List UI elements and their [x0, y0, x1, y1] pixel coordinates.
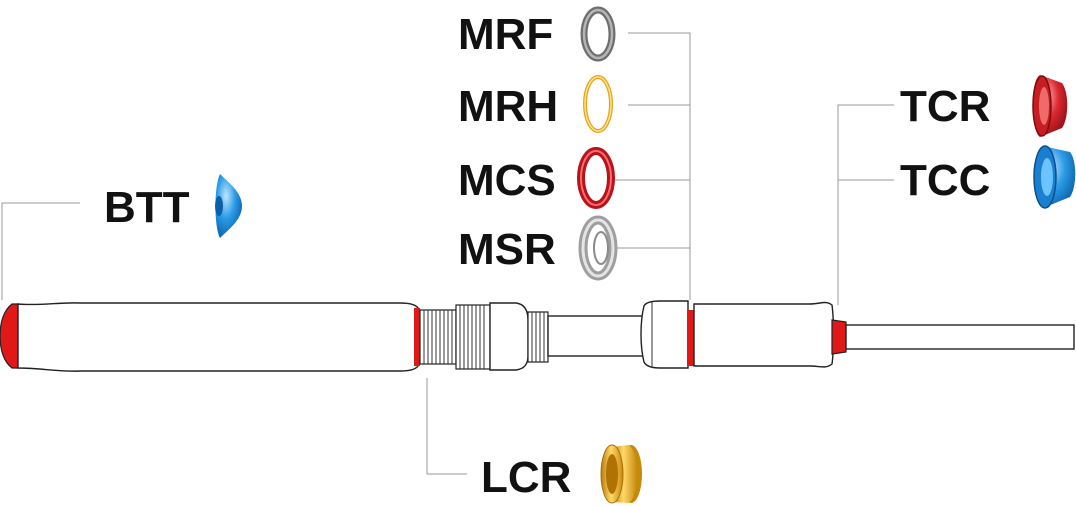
lcr-ring-icon: [600, 444, 642, 504]
rod-blank-mid: [547, 315, 645, 357]
rod-butt-accent: [0, 303, 19, 369]
btt-cap-icon: [215, 174, 242, 238]
tcc-label: TCC: [900, 156, 990, 205]
mcs-ring-icon: [577, 147, 615, 209]
rod-blank-tip: [845, 324, 1075, 350]
mrf-label: MRF: [458, 10, 553, 59]
btt-label: BTT: [104, 183, 190, 232]
tcr-label: TCR: [900, 82, 990, 131]
btt-leader: [1, 202, 80, 300]
labels: MRF MRH MCS MSR TCR TCC BTT LCR: [104, 10, 990, 502]
mrf-leader: [628, 32, 691, 300]
msr-label: MSR: [458, 225, 556, 274]
rod-winding-check: [831, 319, 847, 355]
lcr-leader: [426, 378, 467, 475]
rod-fore-band: [687, 310, 694, 366]
mrf-ring-icon: [580, 6, 616, 62]
tcc-cone-icon: [1033, 145, 1076, 209]
rod-rear-band: [414, 308, 420, 366]
lcr-label: LCR: [481, 453, 571, 502]
rod-fore-grip: [693, 301, 835, 368]
rod-reel-seat-ring: [527, 311, 549, 363]
rod-reel-seat-nut: [455, 304, 491, 370]
mcs-label: MCS: [458, 156, 556, 205]
msr-ring-icon: [578, 215, 618, 281]
fishing-rod: [0, 300, 1075, 372]
rod-rear-grip: [17, 302, 419, 372]
part-images: [215, 6, 1076, 504]
rod-reel-seat-body: [489, 302, 529, 371]
tcr-cone-icon: [1032, 75, 1068, 137]
mrh-ring-icon: [583, 75, 613, 133]
leader-lines: [1, 32, 894, 475]
mrh-label: MRH: [458, 82, 558, 131]
rod-reel-seat-threads: [419, 309, 457, 365]
rod-fore-hood: [640, 300, 689, 369]
tcr-leader: [837, 104, 894, 305]
